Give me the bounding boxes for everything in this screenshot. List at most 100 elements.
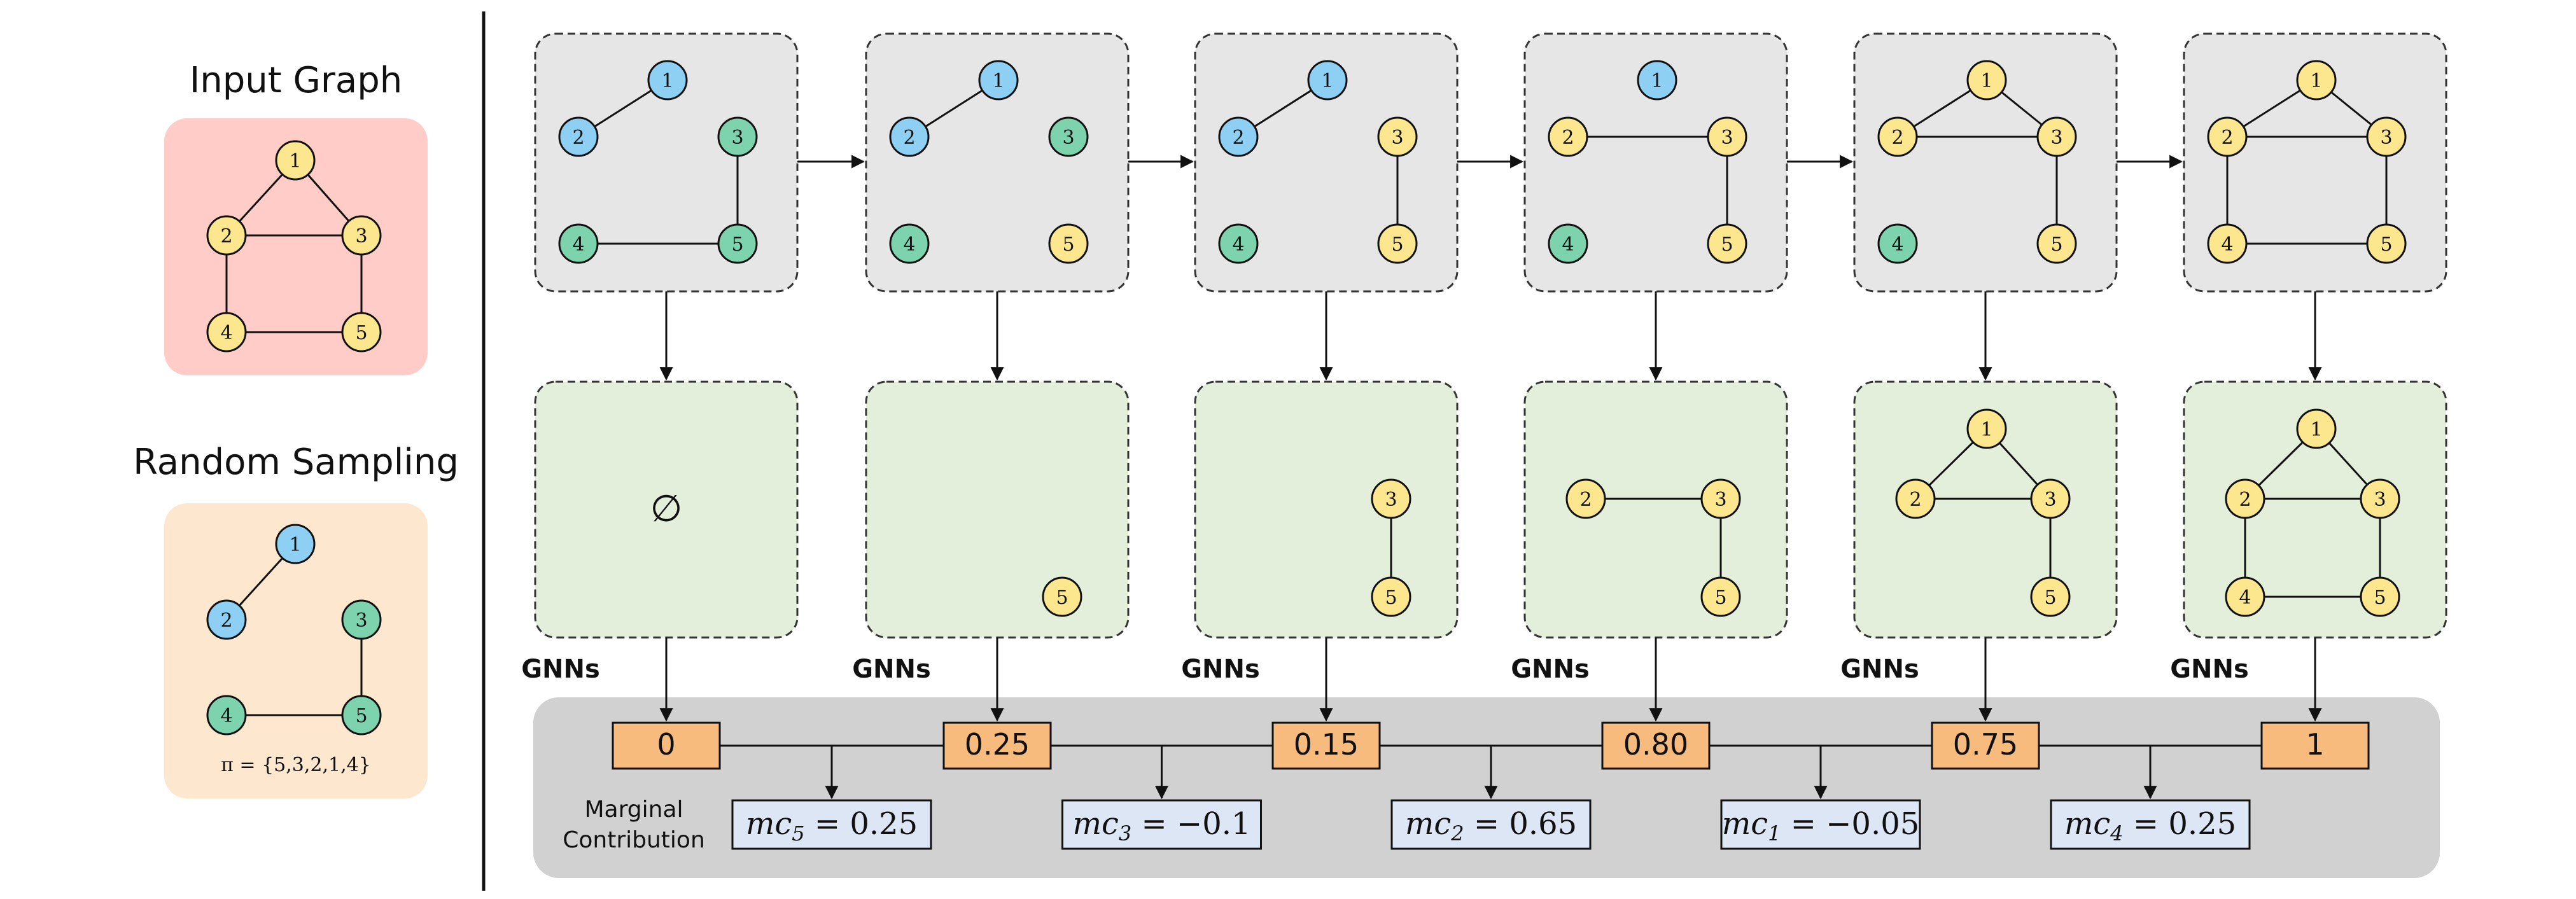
- graph-node-1: 1: [1637, 60, 1677, 101]
- graph-node-5: 5: [717, 223, 758, 264]
- node-circle: [1548, 116, 1588, 157]
- graph-node-3: 3: [2360, 478, 2400, 519]
- marginal-contribution-box: [1390, 799, 1592, 850]
- prediction-value: 1: [2306, 727, 2324, 762]
- node-label: 1: [1980, 70, 1992, 92]
- node-circle: [889, 223, 930, 264]
- graph-node-1: 1: [2296, 408, 2337, 449]
- node-circle: [2207, 116, 2248, 157]
- prediction-value-box: [1271, 721, 1381, 770]
- graph-node-3: 3: [1707, 116, 1747, 157]
- graph-node-2: 2: [206, 599, 247, 640]
- graph-node-4: 4: [2207, 223, 2248, 264]
- input-graph-title: Input Graph: [190, 60, 403, 101]
- node-label: 5: [731, 233, 743, 256]
- graph-node-5: 5: [1700, 576, 1741, 617]
- node-circle: [1895, 478, 1936, 519]
- node-label: 1: [992, 70, 1004, 92]
- node-label: 2: [1579, 489, 1592, 511]
- node-circle: [2030, 576, 2071, 617]
- node-label: 4: [2221, 233, 2233, 256]
- graph-node-4: 4: [558, 223, 599, 264]
- node-circle: [206, 312, 247, 352]
- node-circle: [1707, 223, 1747, 264]
- node-circle: [1048, 116, 1089, 157]
- graph-node-1: 1: [1307, 60, 1348, 101]
- node-label: 4: [220, 322, 232, 344]
- graph-node-2: 2: [206, 215, 247, 256]
- graph-node-1: 1: [1966, 408, 2007, 449]
- subgraph-panel: [1523, 380, 1788, 639]
- graph-node-2: 2: [1565, 478, 1606, 519]
- graph-node-3: 3: [1377, 116, 1418, 157]
- node-label: 5: [1391, 233, 1403, 256]
- marginal-contribution-box: [731, 799, 932, 850]
- graph-node-4: 4: [1548, 223, 1588, 264]
- node-label: 1: [1651, 70, 1663, 92]
- marginal-label-line1: Marginal: [584, 797, 683, 823]
- subgraph-panel: [1194, 380, 1459, 639]
- node-circle: [2366, 223, 2407, 264]
- node-circle: [717, 223, 758, 264]
- node-circle: [1966, 408, 2007, 449]
- prediction-value-box: [942, 721, 1052, 770]
- marginal-contribution: mc2 = 0.65: [1405, 806, 1577, 846]
- node-circle: [2296, 60, 2337, 101]
- node-label: 5: [2044, 587, 2056, 609]
- node-circle: [341, 599, 382, 640]
- marginal-contribution-box: [1061, 799, 1262, 850]
- node-circle: [2225, 478, 2265, 519]
- permutation-label: π = {5,3,2,1,4}: [221, 754, 371, 776]
- node-label: 4: [1232, 233, 1244, 256]
- node-label: 1: [1980, 419, 1992, 441]
- graph-node-5: 5: [2036, 223, 2077, 264]
- node-label: 2: [1891, 127, 1903, 149]
- node-circle: [558, 116, 599, 157]
- node-circle: [206, 599, 247, 640]
- gnn-label: GNNs: [1181, 655, 1260, 684]
- node-label: 4: [572, 233, 584, 256]
- node-circle: [2036, 223, 2077, 264]
- graph-node-5: 5: [1377, 223, 1418, 264]
- node-label: 1: [1321, 70, 1333, 92]
- gnn-label: GNNs: [1511, 655, 1590, 684]
- node-circle: [978, 60, 1019, 101]
- node-circle: [1707, 116, 1747, 157]
- node-circle: [2225, 576, 2265, 617]
- random-sampling-title: Random Sampling: [133, 442, 459, 483]
- graph-node-4: 4: [1218, 223, 1259, 264]
- node-circle: [1966, 60, 2007, 101]
- node-circle: [1371, 478, 1411, 519]
- node-circle: [1218, 223, 1259, 264]
- node-circle: [1377, 116, 1418, 157]
- node-label: 3: [2050, 127, 2062, 149]
- node-circle: [341, 695, 382, 735]
- node-label: 2: [1909, 489, 1921, 511]
- graph-node-5: 5: [2366, 223, 2407, 264]
- prediction-value-box: [1601, 721, 1711, 770]
- graph-node-3: 3: [1371, 478, 1411, 519]
- gnn-label: GNNs: [521, 655, 600, 684]
- graph-node-3: 3: [1048, 116, 1089, 157]
- graph-node-1: 1: [2296, 60, 2337, 101]
- node-label: 3: [2374, 489, 2386, 511]
- node-circle: [647, 60, 688, 101]
- gnn-label: GNNs: [2170, 655, 2249, 684]
- node-label: 4: [220, 705, 232, 727]
- node-label: 3: [355, 225, 367, 247]
- node-label: 5: [1721, 233, 1733, 256]
- graph-node-5: 5: [2360, 576, 2400, 617]
- node-label: 1: [2310, 419, 2322, 441]
- node-circle: [1877, 223, 1918, 264]
- graph-node-4: 4: [206, 312, 247, 352]
- node-circle: [2360, 478, 2400, 519]
- node-label: 3: [731, 127, 743, 149]
- graph-node-3: 3: [2366, 116, 2407, 157]
- graph-node-2: 2: [1548, 116, 1588, 157]
- node-circle: [2030, 478, 2071, 519]
- graph-node-3: 3: [1700, 478, 1741, 519]
